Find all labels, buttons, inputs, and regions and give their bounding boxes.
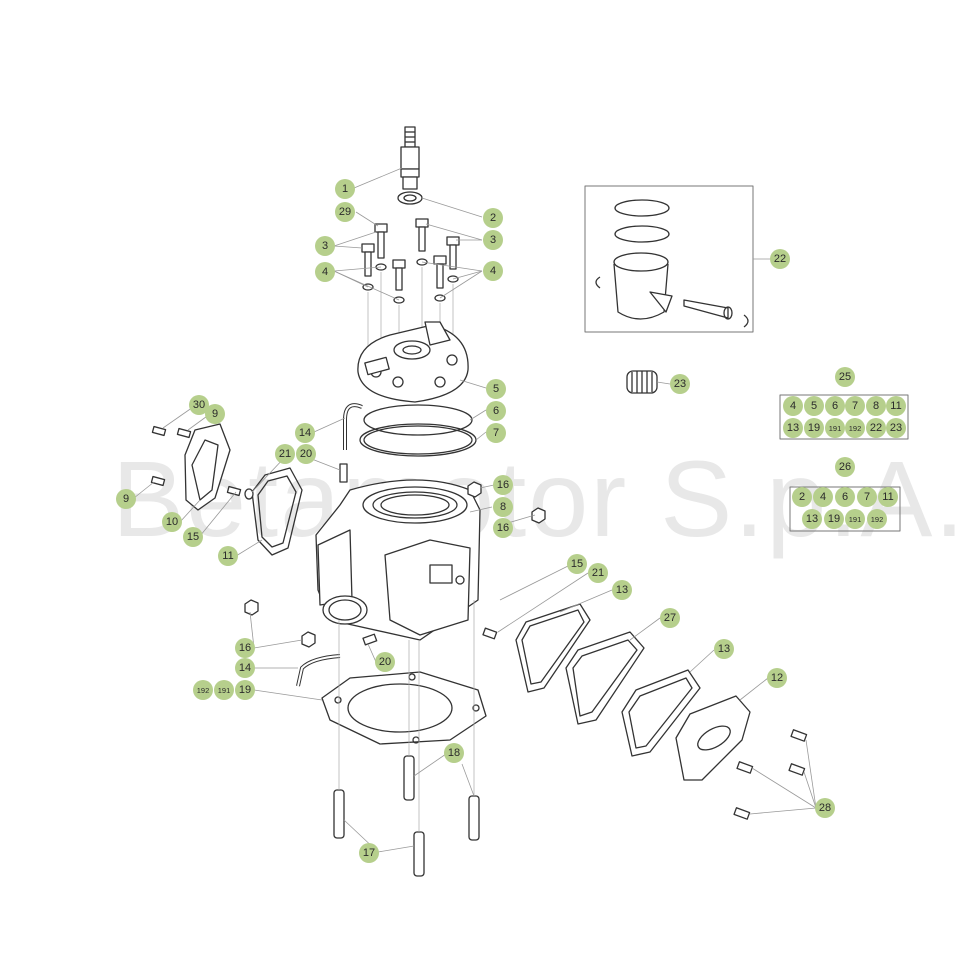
callout-11[interactable]: 11	[218, 546, 238, 566]
kit26-item[interactable]: 4	[813, 487, 833, 507]
spark-plug-washer	[397, 191, 423, 205]
kit26-item[interactable]: 191	[845, 509, 865, 529]
callout-20-top[interactable]: 20	[296, 444, 316, 464]
kit25-item[interactable]: 22	[866, 418, 886, 438]
spark-plug	[400, 126, 420, 190]
kit25-item[interactable]: 13	[783, 418, 803, 438]
exhaust-nuts	[244, 481, 546, 648]
piston-pin	[683, 299, 729, 319]
head-oring-inner	[363, 404, 473, 436]
callout-9-top[interactable]: 9	[205, 404, 225, 424]
circlip-left	[595, 276, 601, 289]
left-cover	[184, 423, 231, 511]
callout-191[interactable]: 191	[214, 680, 234, 700]
callout-19[interactable]: 19	[235, 680, 255, 700]
kit26-item[interactable]: 11	[878, 487, 898, 507]
gasket-13-a	[515, 603, 591, 693]
gasket-27	[565, 631, 645, 725]
kit25-item[interactable]: 5	[804, 396, 824, 416]
kit26-item[interactable]: 7	[857, 487, 877, 507]
callout-3-left[interactable]: 3	[315, 236, 335, 256]
kit26-item[interactable]: 19	[824, 509, 844, 529]
callout-20-bottom[interactable]: 20	[375, 652, 395, 672]
kit-25-box	[779, 394, 909, 440]
callout-25[interactable]: 25	[835, 367, 855, 387]
kit26-item[interactable]: 13	[802, 509, 822, 529]
kit25-item[interactable]: 7	[845, 396, 865, 416]
callout-192[interactable]: 192	[193, 680, 213, 700]
cylinder	[315, 479, 481, 641]
head-bolts	[361, 218, 460, 291]
callout-14-top[interactable]: 14	[295, 423, 315, 443]
kit26-item[interactable]: 2	[792, 487, 812, 507]
callout-7[interactable]: 7	[486, 423, 506, 443]
bolt-washers	[362, 258, 459, 304]
circlip-right	[743, 314, 749, 328]
callout-4-left[interactable]: 4	[315, 262, 335, 282]
callout-6[interactable]: 6	[486, 401, 506, 421]
piston-ring-bottom	[614, 225, 670, 243]
kit25-item[interactable]: 11	[886, 396, 906, 416]
callout-26[interactable]: 26	[835, 457, 855, 477]
cover-screws	[150, 425, 254, 500]
valve-cover	[675, 695, 751, 781]
kit26-item[interactable]: 6	[835, 487, 855, 507]
kit25-item[interactable]: 191	[825, 418, 845, 438]
kit25-item[interactable]: 192	[845, 418, 865, 438]
cylinder-head	[357, 321, 469, 403]
kit25-item[interactable]: 8	[866, 396, 886, 416]
callout-2[interactable]: 2	[483, 208, 503, 228]
kit25-item[interactable]: 4	[783, 396, 803, 416]
piston	[613, 252, 673, 320]
callout-13-top[interactable]: 13	[612, 580, 632, 600]
callout-17[interactable]: 17	[359, 843, 379, 863]
callout-16-mid[interactable]: 16	[493, 518, 513, 538]
callout-1[interactable]: 1	[335, 179, 355, 199]
callout-15-right[interactable]: 15	[567, 554, 587, 574]
callout-30[interactable]: 30	[189, 395, 209, 415]
gasket-13-b	[621, 669, 701, 757]
callout-10[interactable]: 10	[162, 512, 182, 532]
callout-28[interactable]: 28	[815, 798, 835, 818]
callout-4-right[interactable]: 4	[483, 261, 503, 281]
callout-12[interactable]: 12	[767, 668, 787, 688]
callout-16-left[interactable]: 16	[235, 638, 255, 658]
callout-29[interactable]: 29	[335, 202, 355, 222]
callout-18[interactable]: 18	[444, 743, 464, 763]
studs	[333, 755, 480, 877]
piston-ring-top	[614, 199, 670, 217]
callout-23[interactable]: 23	[670, 374, 690, 394]
callout-21-left[interactable]: 21	[275, 444, 295, 464]
callout-27[interactable]: 27	[660, 608, 680, 628]
callout-8[interactable]: 8	[493, 497, 513, 517]
callout-9-left[interactable]: 9	[116, 489, 136, 509]
head-oring-outer	[359, 423, 477, 457]
callout-14-bottom[interactable]: 14	[235, 658, 255, 678]
kit25-item[interactable]: 23	[886, 418, 906, 438]
valve-cover-screws	[482, 627, 808, 820]
kit26-item[interactable]: 192	[867, 509, 887, 529]
kit25-item[interactable]: 19	[804, 418, 824, 438]
callout-13-bottom[interactable]: 13	[714, 639, 734, 659]
callout-15-left[interactable]: 15	[183, 527, 203, 547]
kit25-item[interactable]: 6	[825, 396, 845, 416]
callout-16-top[interactable]: 16	[493, 475, 513, 495]
needle-bearing	[626, 370, 658, 394]
callout-5[interactable]: 5	[486, 379, 506, 399]
callout-22[interactable]: 22	[770, 249, 790, 269]
base-gasket	[321, 671, 487, 745]
callout-21-right[interactable]: 21	[588, 563, 608, 583]
callout-3-right[interactable]: 3	[483, 230, 503, 250]
